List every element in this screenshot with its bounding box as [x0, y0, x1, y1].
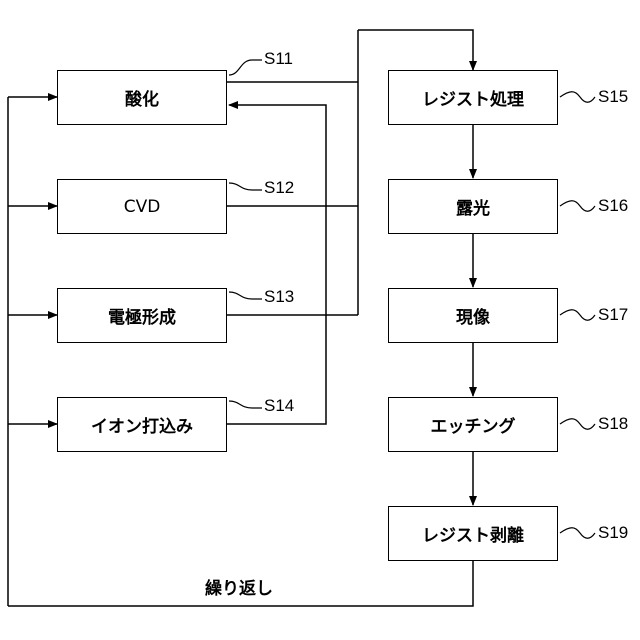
- leader-s14: [229, 401, 262, 408]
- step-box-s12: CVD: [57, 179, 227, 234]
- step-id-s13: S13: [264, 287, 294, 307]
- step-id-s16: S16: [598, 196, 628, 216]
- repeat-label: 繰り返し: [205, 574, 273, 599]
- leader-s15: [560, 92, 595, 103]
- collector-to-s15: [358, 30, 473, 70]
- s14-return-to-s11: [227, 105, 326, 424]
- leader-s13: [229, 292, 262, 299]
- step-id-s19: S19: [598, 523, 628, 543]
- step-box-s11: 酸化: [57, 70, 227, 125]
- leader-s19: [560, 528, 595, 539]
- step-id-s11: S11: [264, 49, 293, 69]
- step-box-s13: 電極形成: [57, 288, 227, 343]
- step-id-s12: S12: [264, 178, 294, 198]
- leader-s17: [560, 310, 595, 321]
- step-box-s14: イオン打込み: [57, 397, 227, 452]
- step-id-s15: S15: [598, 87, 628, 107]
- step-box-s17: 現像: [388, 288, 558, 343]
- step-box-s15: レジスト処理: [388, 70, 558, 125]
- step-id-s17: S17: [598, 305, 628, 325]
- step-box-s16: 露光: [388, 179, 558, 234]
- step-id-s14: S14: [264, 396, 294, 416]
- step-box-s19: レジスト剥離: [388, 506, 558, 561]
- leader-s11: [229, 60, 262, 75]
- step-id-s18: S18: [598, 414, 628, 434]
- leader-s16: [560, 201, 595, 212]
- leader-s18: [560, 419, 595, 430]
- step-box-s18: エッチング: [388, 397, 558, 452]
- leader-s12: [229, 183, 262, 190]
